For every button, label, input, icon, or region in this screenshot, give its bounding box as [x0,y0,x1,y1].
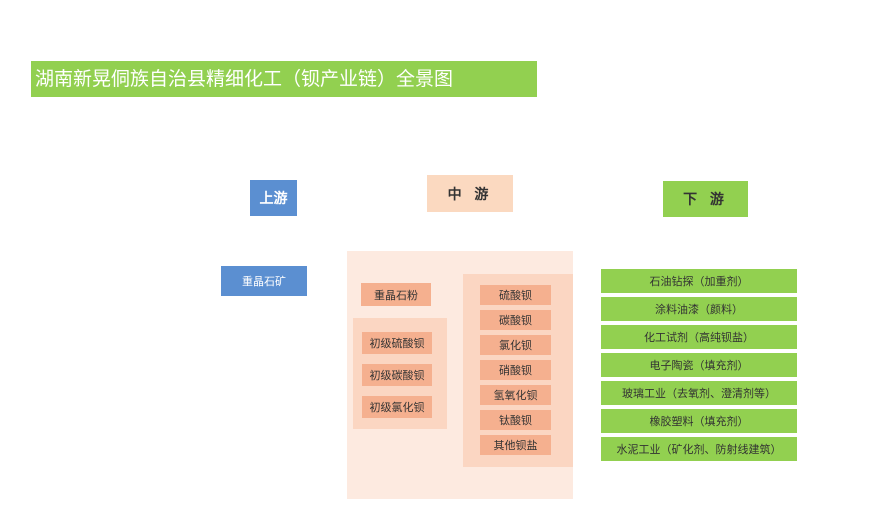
midstream-refined-item: 氢氧化钡 [480,385,551,405]
midstream-refined-item: 氯化钡 [480,335,551,355]
midstream-refined-item: 碳酸钡 [480,310,551,330]
downstream-application-item: 化工试剂（高纯钡盐） [601,325,797,349]
midstream-refined-item: 硝酸钡 [480,360,551,380]
midstream-refined-item: 钛酸钡 [480,410,551,430]
page-title: 湖南新晃侗族自治县精细化工（钡产业链）全景图 [31,61,537,97]
stage-header-downstream: 下 游 [663,181,748,217]
upstream-item-barite-ore: 重晶石矿 [221,266,307,296]
midstream-primary-item: 初级碳酸钡 [362,364,432,386]
downstream-application-item: 玻璃工业（去氧剂、澄清剂等） [601,381,797,405]
downstream-application-item: 电子陶瓷（填充剂） [601,353,797,377]
stage-header-upstream: 上游 [250,180,297,216]
midstream-primary-item: 初级氯化钡 [362,396,432,418]
midstream-primary-item: 初级硫酸钡 [362,332,432,354]
downstream-application-item: 水泥工业（矿化剂、防射线建筑） [601,437,797,461]
downstream-application-item: 橡胶塑料（填充剂） [601,409,797,433]
stage-header-midstream: 中 游 [427,175,513,212]
midstream-item-barite-powder: 重晶石粉 [361,283,431,306]
downstream-application-item: 涂料油漆（颜料） [601,297,797,321]
downstream-application-item: 石油钻探（加重剂） [601,269,797,293]
midstream-refined-item: 其他钡盐 [480,435,551,455]
midstream-refined-item: 硫酸钡 [480,285,551,305]
